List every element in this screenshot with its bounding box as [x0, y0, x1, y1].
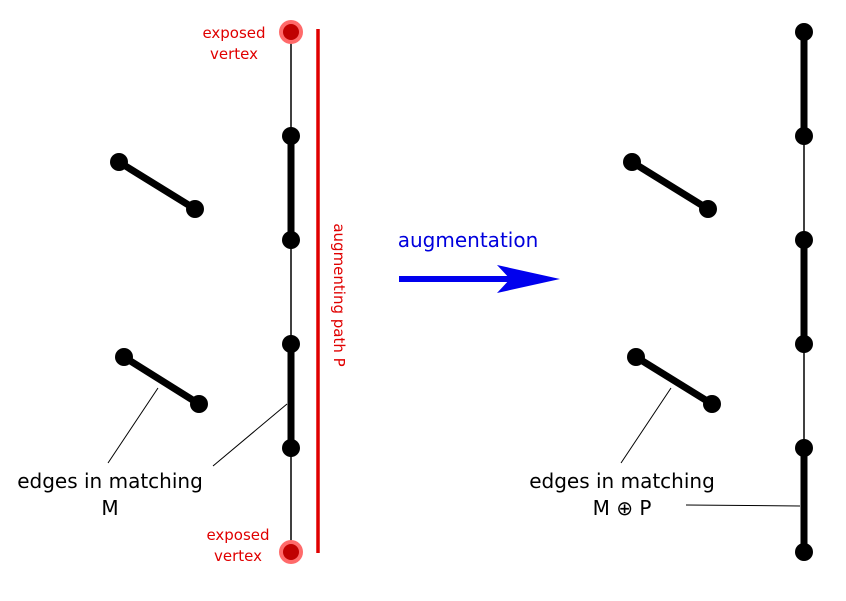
right-vertex [703, 395, 721, 413]
left-vertex [186, 200, 204, 218]
right-vertex [795, 439, 813, 457]
right-leader-line-1 [620, 387, 672, 464]
right-vertex [699, 200, 717, 218]
left-leader-line-1 [107, 387, 159, 464]
augmenting-path-label: augmenting path P [330, 223, 348, 366]
left-caption-line1: edges in matching [17, 469, 203, 493]
left-caption-line2: M [101, 496, 118, 520]
exposed-vertex-bottom-core [283, 544, 299, 560]
right-vertex [623, 153, 641, 171]
right-vertex [795, 335, 813, 353]
arrow-head [497, 265, 560, 293]
left-vertex [282, 439, 300, 457]
right-caption-line2: M ⊕ P [593, 496, 652, 520]
bottom-exposed-label-line1: exposed [206, 526, 269, 544]
augmentation-arrow: augmentation [398, 228, 560, 293]
right-vertex [795, 231, 813, 249]
right-caption-line1: edges in matching [529, 469, 715, 493]
bottom-exposed-label-line2: vertex [214, 547, 262, 565]
right-vertex [795, 543, 813, 561]
left-vertex [282, 127, 300, 145]
left-separate-edge-1 [117, 159, 197, 212]
top-exposed-label-line1: exposed [202, 24, 265, 42]
left-vertex [190, 395, 208, 413]
right-leader-line-2 [685, 504, 801, 507]
augmentation-label: augmentation [398, 228, 539, 252]
left-leader-line-2 [212, 403, 288, 467]
exposed-vertex-top-core [283, 24, 299, 40]
top-exposed-label-line2: vertex [210, 45, 258, 63]
right-vertex [795, 127, 813, 145]
left-graph: exposed vertex exposed vertex augmenting… [17, 20, 348, 565]
right-graph: edges in matching M ⊕ P [529, 23, 813, 561]
right-separate-edge-1 [630, 159, 710, 212]
right-vertex [627, 348, 645, 366]
right-vertex [795, 23, 813, 41]
left-separate-edge-2 [122, 354, 201, 407]
left-vertex [110, 153, 128, 171]
right-separate-edge-2 [634, 354, 714, 407]
left-vertex [115, 348, 133, 366]
left-vertex [282, 335, 300, 353]
left-vertex [282, 231, 300, 249]
